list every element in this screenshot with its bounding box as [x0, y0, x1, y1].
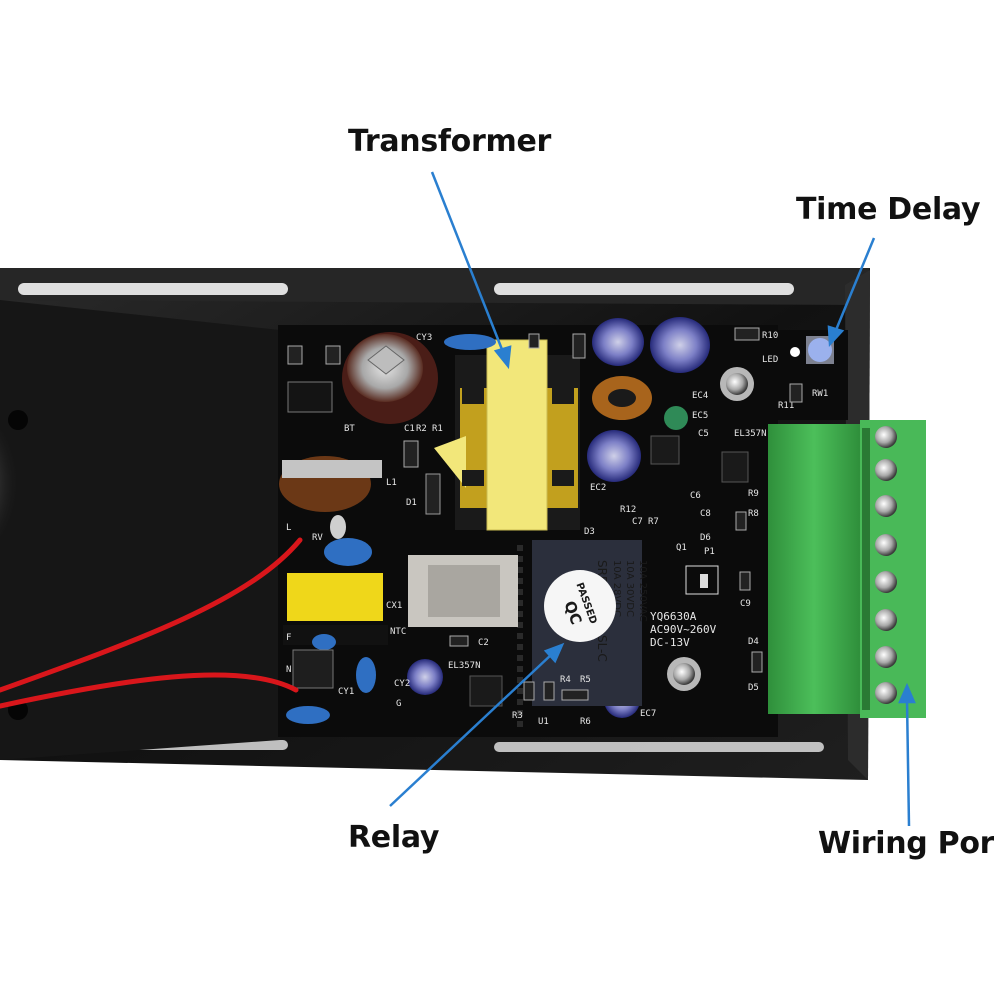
- electrolytic-capacitor: [342, 332, 438, 424]
- label-r11: R11: [778, 401, 794, 411]
- terminal-screws: [875, 426, 897, 704]
- label-r10: R10: [762, 331, 778, 341]
- label-c1: C1: [404, 424, 415, 434]
- label-q1: Q1: [676, 543, 687, 553]
- label-r2: R2: [416, 424, 427, 434]
- qc-passed-sticker: QC PASSED: [544, 570, 616, 642]
- time-delay-label: Time Delay: [796, 192, 981, 227]
- red-wires: [0, 537, 303, 709]
- relay-text-1: 10A 250VAC: [637, 560, 648, 622]
- label-r7: R7: [648, 517, 659, 527]
- label-cx1: CX1: [386, 601, 402, 611]
- label-rv: RV: [312, 533, 323, 543]
- label-d1: D1: [406, 498, 417, 508]
- label-g: G: [396, 699, 401, 709]
- label-c2: C2: [478, 638, 489, 648]
- label-el357n-a: EL357N: [448, 661, 481, 671]
- label-d3: D3: [584, 527, 595, 537]
- transformer: [434, 339, 580, 531]
- label-r12: R12: [620, 505, 636, 515]
- x-capacitor: [283, 573, 388, 645]
- relay-text-3: 10A 28VDC: [611, 560, 622, 617]
- label-ec2: EC2: [590, 483, 606, 493]
- label-c7: C7: [632, 517, 643, 527]
- model-line-1: YQ6630A: [650, 610, 697, 623]
- relay-text-2: 10A 30VDC: [624, 560, 635, 617]
- label-cy3: CY3: [416, 333, 432, 343]
- label-c5: C5: [698, 429, 709, 439]
- ceramic-capacitors: [286, 334, 496, 724]
- wiring-terminal-block[interactable]: [768, 420, 926, 718]
- label-bt: BT: [344, 424, 355, 434]
- small-components: [287, 327, 834, 707]
- wiring-port-label: Wiring Port: [818, 826, 994, 861]
- label-led: LED: [762, 355, 778, 365]
- relay: 10A 250VAC 10A 30VDC 10A 28VDC SRD-12VDC…: [532, 540, 648, 706]
- label-d5: D5: [748, 683, 759, 693]
- label-ec5: EC5: [692, 411, 708, 421]
- callout-arrows: [389, 171, 916, 827]
- transformer-label: Transformer: [348, 124, 551, 159]
- label-r5: R5: [580, 675, 591, 685]
- label-r6: R6: [580, 717, 591, 727]
- power-component: [408, 555, 518, 627]
- model-line-3: DC-13V: [650, 636, 690, 649]
- label-l: L: [286, 523, 291, 533]
- inductor: [279, 376, 652, 512]
- label-r1: R1: [432, 424, 443, 434]
- label-r3: R3: [512, 711, 523, 721]
- label-p1: P1: [704, 547, 715, 557]
- label-r8: R8: [748, 509, 759, 519]
- label-c8: C8: [700, 509, 711, 519]
- label-n: N: [286, 665, 291, 675]
- label-r9: R9: [748, 489, 759, 499]
- model-line-2: AC90V~260V: [650, 623, 717, 636]
- label-rw1: RW1: [812, 389, 828, 399]
- label-d4: D4: [748, 637, 759, 647]
- label-cy2: CY2: [394, 679, 410, 689]
- board-model-text: YQ6630A AC90V~260V DC-13V: [650, 610, 717, 649]
- label-ec7: EC7: [640, 709, 656, 719]
- label-ec4: EC4: [692, 391, 708, 401]
- label-r4: R4: [560, 675, 571, 685]
- label-el357n-b: EL357N: [734, 429, 767, 439]
- label-l1: L1: [386, 478, 397, 488]
- label-d6: D6: [700, 533, 711, 543]
- label-c9: C9: [740, 599, 751, 609]
- relay-label: Relay: [348, 820, 440, 855]
- label-c6: C6: [690, 491, 701, 501]
- label-ntc: NTC: [390, 627, 406, 637]
- component-labels: CY3 R1 R2 C1 BT L1 D1 RV CX1 C2 NTC F N …: [286, 331, 828, 727]
- label-u1: U1: [538, 717, 549, 727]
- label-cy1: CY1: [338, 687, 354, 697]
- label-f: F: [286, 633, 291, 643]
